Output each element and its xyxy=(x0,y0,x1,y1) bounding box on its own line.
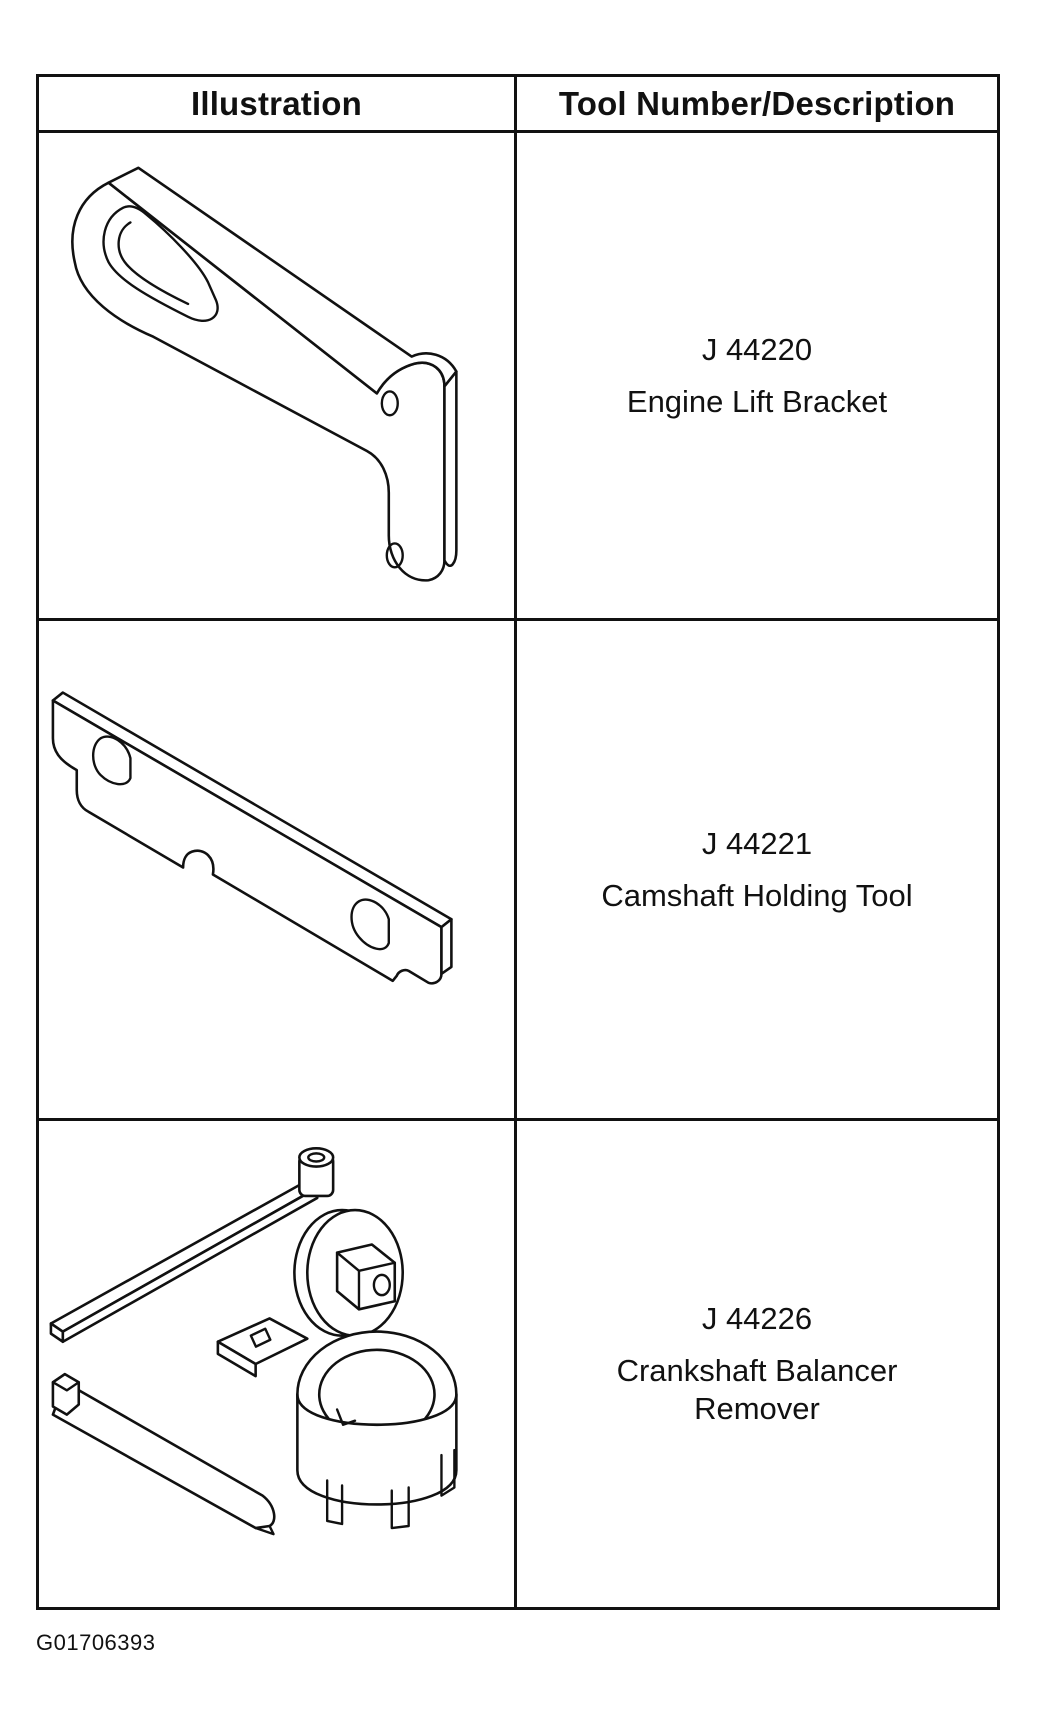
crankshaft-balancer-remover-icon xyxy=(49,1147,458,1536)
illustration-cell-2 xyxy=(39,621,517,1121)
tool-description-cell-2: J 44221 Camshaft Holding Tool xyxy=(517,621,997,1121)
tool-table: Illustration Tool Number/Description J 4… xyxy=(36,74,1000,1610)
figure-id: G01706393 xyxy=(36,1630,156,1655)
tool-number: J 44226 xyxy=(701,1301,813,1337)
tool-number: J 44220 xyxy=(701,331,813,367)
tool-name: Camshaft Holding Tool xyxy=(601,877,913,913)
tool-description-cell-1: J 44220 Engine Lift Bracket xyxy=(517,133,997,621)
header-tool-number-description: Tool Number/Description xyxy=(517,77,997,133)
tool-name: Crankshaft Balancer Remover xyxy=(616,1353,898,1426)
header-illustration: Illustration xyxy=(39,77,517,133)
illustration-cell-1 xyxy=(39,133,517,621)
tool-description-cell-3: J 44226 Crankshaft Balancer Remover xyxy=(517,1121,997,1607)
camshaft-holding-tool-icon xyxy=(51,691,453,985)
engine-lift-bracket-icon xyxy=(71,166,458,582)
tool-number: J 44221 xyxy=(701,825,813,861)
illustration-cell-3 xyxy=(39,1121,517,1607)
tool-name: Engine Lift Bracket xyxy=(626,383,888,419)
